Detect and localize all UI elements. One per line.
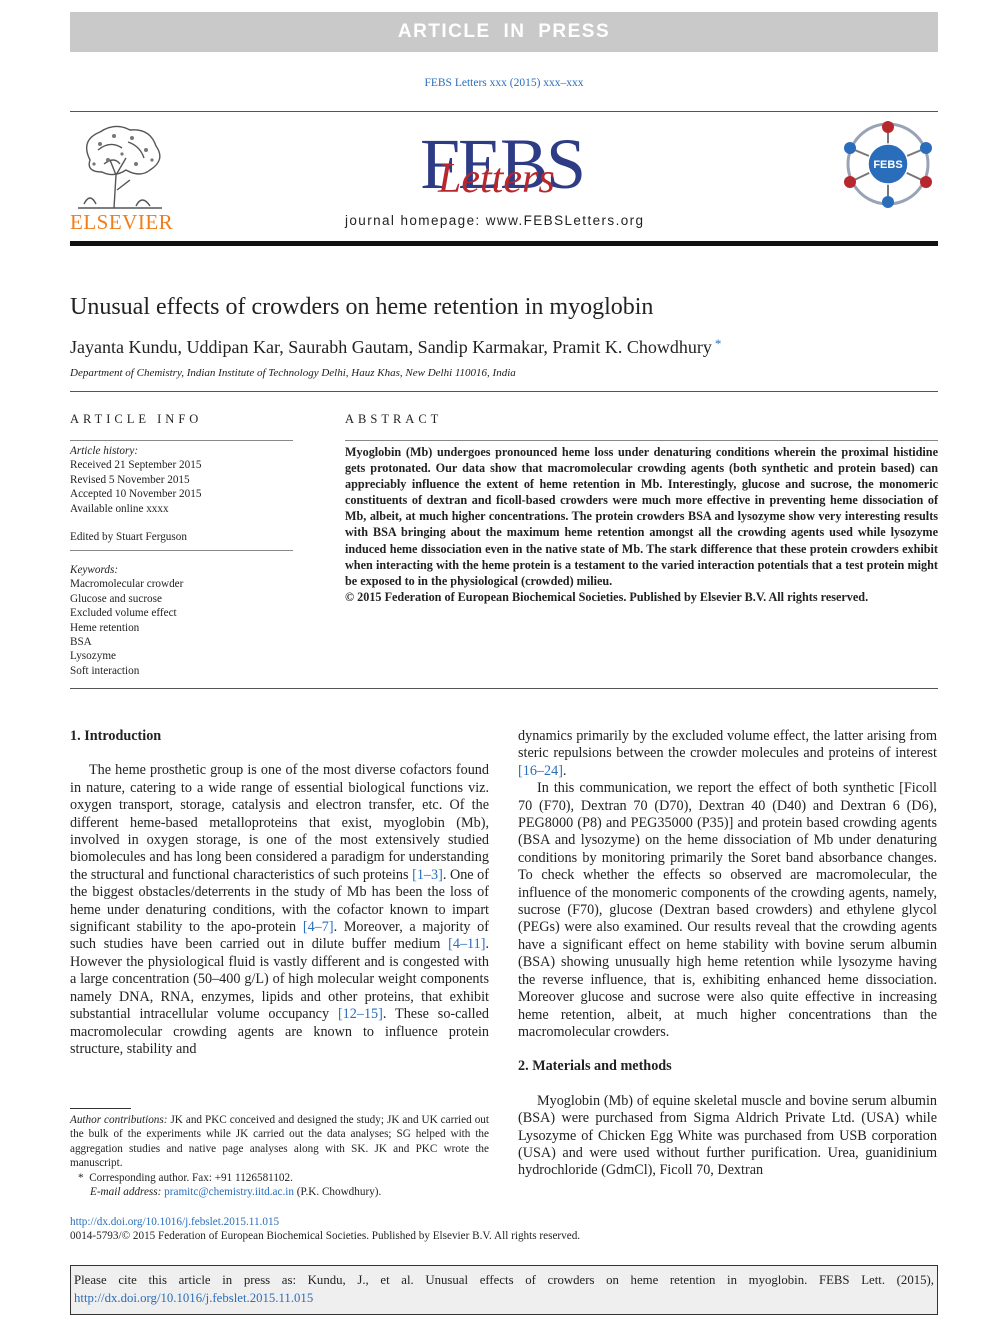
citation-link[interactable]: [12–15] xyxy=(337,1006,383,1023)
keywords-label: Keywords: xyxy=(70,564,119,576)
letters-wordmark: Letters xyxy=(438,156,555,202)
citation-doi-link[interactable]: http://dx.doi.org/10.1016/j.febslet.2015… xyxy=(74,1291,314,1305)
keyword-item: Macromolecular crowder xyxy=(70,578,184,591)
keywords-list: Keywords: Macromolecular crowder Glucose… xyxy=(70,563,293,678)
citation-box: Please cite this article in press as: Ku… xyxy=(70,1265,938,1315)
corresponding-author-link[interactable]: * xyxy=(714,336,722,351)
keyword-item: Glucose and sucrose xyxy=(70,592,162,605)
abstract-heading: ABSTRACT xyxy=(345,412,443,426)
email-label: E-mail address: xyxy=(90,1186,162,1199)
citation-text: Please cite this article in press as: Ku… xyxy=(74,1273,934,1287)
left-column: 1. Introduction The heme prosthetic grou… xyxy=(70,728,489,1058)
author-contributions-footnote: Author contributions: JK and PKC conceiv… xyxy=(70,1113,489,1171)
history-received: Received 21 September 2015 xyxy=(70,459,202,472)
intro-paragraph: In this communication, we report the eff… xyxy=(518,780,937,1040)
divider xyxy=(70,550,293,551)
keyword-item: BSA xyxy=(70,636,92,649)
intro-text: . However the physiological fluid is vas… xyxy=(70,936,489,1023)
contrib-label: Author contributions: xyxy=(70,1114,168,1126)
intro-text: . Moreover, a majority of such studies h… xyxy=(70,919,489,953)
journal-reference-link[interactable]: FEBS Letters xxx (2015) xxx–xxx xyxy=(424,77,584,89)
elsevier-wordmark: ELSEVIER xyxy=(70,210,174,234)
introduction-heading: 1. Introduction xyxy=(70,728,162,744)
contrib-text: JK and PKC conceived and designed the st… xyxy=(70,1114,489,1170)
author-list: Jayanta Kundu, Uddipan Kar, Saurabh Gaut… xyxy=(70,336,721,358)
abstract-copyright: © 2015 Federation of European Biochemica… xyxy=(345,589,869,604)
abstract-paragraph: Myoglobin (Mb) undergoes pronounced heme… xyxy=(345,445,938,588)
intro-text: dynamics primarily by the excluded volum… xyxy=(518,728,937,762)
elsevier-tree-logo-icon xyxy=(70,120,170,210)
doi-link[interactable]: http://dx.doi.org/10.1016/j.febslet.2015… xyxy=(70,1216,280,1228)
citation-link[interactable]: [4–11] xyxy=(448,936,486,953)
febs-emblem-text: FEBS xyxy=(873,159,902,171)
divider xyxy=(345,440,938,441)
citation-link[interactable]: [4–7] xyxy=(302,919,334,936)
intro-paragraph-continued: dynamics primarily by the excluded volum… xyxy=(518,728,937,780)
history-revised: Revised 5 November 2015 xyxy=(70,473,190,486)
corresponding-footnote: * Corresponding author. Fax: +91 1126581… xyxy=(70,1171,489,1185)
corresponding-mark: * xyxy=(78,1171,84,1184)
divider xyxy=(70,440,293,441)
citation-link[interactable]: [1–3] xyxy=(412,866,443,883)
right-column: dynamics primarily by the excluded volum… xyxy=(518,728,937,1180)
affiliation: Department of Chemistry, Indian Institut… xyxy=(70,367,516,379)
corresponding-text: Corresponding author. Fax: +91 112658110… xyxy=(89,1171,293,1184)
article-title: Unusual effects of crowders on heme rete… xyxy=(70,294,654,320)
intro-paragraph: The heme prosthetic group is one of the … xyxy=(70,762,489,1058)
keyword-item: Lysozyme xyxy=(70,650,116,663)
footnotes: Author contributions: JK and PKC conceiv… xyxy=(70,1113,489,1199)
methods-heading: 2. Materials and methods xyxy=(518,1058,672,1075)
intro-text: . These so-called macromolecular crowdin… xyxy=(70,1006,490,1057)
header-top-rule xyxy=(70,111,938,112)
febs-wordmark: FEBS xyxy=(420,124,586,204)
history-accepted: Accepted 10 November 2015 xyxy=(70,488,202,501)
email-suffix: (P.K. Chowdhury). xyxy=(296,1186,382,1199)
article-history: Article history: Received 21 September 2… xyxy=(70,444,293,516)
header-bottom-rule xyxy=(70,241,938,246)
footnote-rule xyxy=(70,1108,131,1109)
divider xyxy=(70,391,938,392)
intro-text: . xyxy=(562,762,567,779)
intro-text: The heme prosthetic group is one of the … xyxy=(70,762,489,883)
editor-line: Edited by Stuart Ferguson xyxy=(70,531,187,543)
article-info-heading: ARTICLE INFO xyxy=(70,412,203,426)
history-label: Article history: xyxy=(70,445,139,457)
methods-paragraph: Myoglobin (Mb) of equine skeletal muscle… xyxy=(518,1092,937,1179)
journal-homepage-link[interactable]: journal homepage: www.FEBSLetters.org xyxy=(345,213,645,228)
keyword-item: Excluded volume effect xyxy=(70,607,177,620)
citation-link[interactable]: [16–24] xyxy=(518,762,563,779)
intro-text: . One of the biggest obstacles/deterrent… xyxy=(70,866,489,936)
abstract-body: Myoglobin (Mb) undergoes pronounced heme… xyxy=(345,444,938,605)
article-in-press-banner: ARTICLE IN PRESS xyxy=(70,12,938,52)
keyword-item: Heme retention xyxy=(70,621,140,634)
febs-emblem-icon: FEBS xyxy=(844,121,932,208)
authors-text: Jayanta Kundu, Uddipan Kar, Saurabh Gaut… xyxy=(70,337,712,357)
history-online: Available online xxxx xyxy=(70,502,169,515)
divider xyxy=(70,688,938,689)
keyword-item: Soft interaction xyxy=(70,664,140,677)
email-footnote: E-mail address: pramitc@chemistry.iitd.a… xyxy=(70,1185,489,1199)
issn-copyright: 0014-5793/© 2015 Federation of European … xyxy=(70,1230,581,1242)
email-link[interactable]: pramitc@chemistry.iitd.ac.in xyxy=(164,1186,294,1199)
